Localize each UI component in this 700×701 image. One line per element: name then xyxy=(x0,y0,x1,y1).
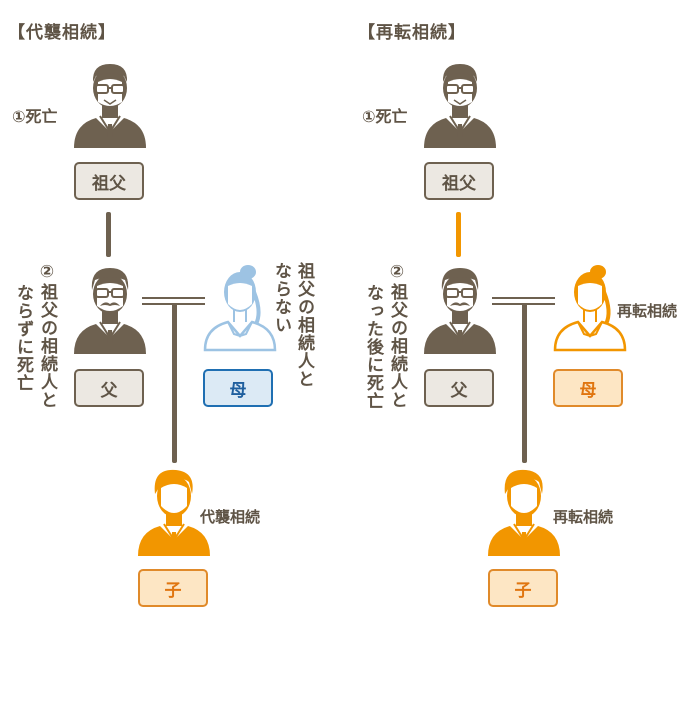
left-father-figure xyxy=(70,264,150,356)
right-father-note-1: ②祖父の相続人と xyxy=(387,262,407,409)
left-mother-box: 母 xyxy=(203,369,273,407)
person-icon xyxy=(74,268,146,354)
left-father-box: 父 xyxy=(74,369,144,407)
left-marriage-line-top xyxy=(142,297,205,299)
person-icon xyxy=(203,265,277,352)
left-title: 【代襲相続】 xyxy=(8,23,116,43)
right-marriage-line-top xyxy=(492,297,555,299)
right-father-figure xyxy=(420,264,500,356)
left-grandfather-note: ①死亡 xyxy=(12,107,58,126)
right-grandfather-note: ①死亡 xyxy=(362,107,408,126)
right-mother-note: 再転相続 xyxy=(617,302,678,320)
right-child-note: 再転相続 xyxy=(553,508,614,526)
left-mother-figure xyxy=(200,262,280,354)
left-child-note: 代襲相続 xyxy=(200,508,261,526)
left-child-box: 子 xyxy=(138,569,208,607)
right-father-note-2: なった後に死亡 xyxy=(363,284,383,410)
person-icon xyxy=(74,64,146,148)
right-child-line xyxy=(522,303,527,463)
left-mother-note-2: ならない xyxy=(271,262,291,334)
left-mother-note-1: 祖父の相続人と xyxy=(294,262,314,388)
person-icon xyxy=(424,268,496,354)
left-father-note-2: ならずに死亡 xyxy=(13,284,33,392)
person-icon xyxy=(488,469,560,556)
right-child-box: 子 xyxy=(488,569,558,607)
right-mother-box: 母 xyxy=(553,369,623,407)
left-child-line xyxy=(172,303,177,463)
right-grandfather-box: 祖父 xyxy=(424,162,494,200)
person-icon xyxy=(424,64,496,148)
left-grandfather-figure xyxy=(70,58,150,150)
right-title: 【再転相続】 xyxy=(358,23,466,43)
right-mother-figure xyxy=(550,262,630,354)
right-grandfather-figure xyxy=(420,58,500,150)
person-icon xyxy=(553,265,627,352)
left-father-note-1: ②祖父の相続人と xyxy=(37,262,57,409)
right-child-figure xyxy=(484,466,564,558)
right-father-box: 父 xyxy=(424,369,494,407)
right-grandfather-father-line xyxy=(456,212,461,257)
left-grandfather-father-line xyxy=(106,212,111,257)
left-grandfather-box: 祖父 xyxy=(74,162,144,200)
left-child-figure xyxy=(134,466,214,558)
person-icon xyxy=(138,469,210,556)
